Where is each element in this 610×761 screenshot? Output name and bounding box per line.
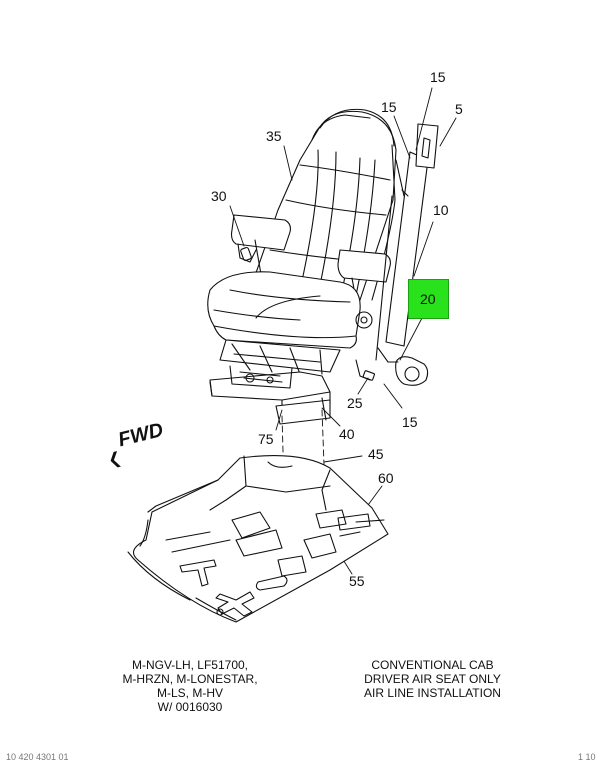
applicability-caption: M-NGV-LH, LF51700, M-HRZN, M-LONESTAR, M… bbox=[110, 658, 270, 714]
caption-line: AIR LINE INSTALLATION bbox=[364, 686, 501, 700]
seat-cushion bbox=[207, 271, 373, 349]
callout-40[interactable]: 40 bbox=[339, 426, 355, 442]
caption-line: M-HRZN, M-LONESTAR, bbox=[122, 672, 258, 686]
caption-line: M-LS, M-HV bbox=[157, 686, 223, 700]
footer-page-number: 1 10 bbox=[578, 752, 596, 761]
callout-15-bottom[interactable]: 15 bbox=[402, 414, 418, 430]
cab-floor bbox=[127, 454, 389, 623]
callout-35[interactable]: 35 bbox=[266, 128, 282, 144]
footer-document-number: 10 420 4301 01 bbox=[6, 752, 69, 761]
callout-75[interactable]: 75 bbox=[258, 431, 274, 447]
callout-60[interactable]: 60 bbox=[378, 470, 394, 486]
callout-30[interactable]: 30 bbox=[211, 188, 227, 204]
callout-20[interactable]: 20 bbox=[420, 291, 436, 307]
callout-45[interactable]: 45 bbox=[368, 446, 384, 462]
callout-15-top[interactable]: 15 bbox=[430, 69, 446, 85]
seat-belt-assembly bbox=[375, 123, 439, 386]
seat-base bbox=[209, 339, 375, 425]
callout-25[interactable]: 25 bbox=[347, 395, 363, 411]
caption-line: CONVENTIONAL CAB bbox=[371, 658, 494, 672]
callout-10[interactable]: 10 bbox=[433, 202, 449, 218]
highlighted-part-box[interactable] bbox=[408, 279, 449, 319]
callout-15-mid[interactable]: 15 bbox=[381, 99, 397, 115]
caption-line: W/ 0016030 bbox=[157, 700, 223, 714]
diagram-title-caption: CONVENTIONAL CAB DRIVER AIR SEAT ONLY AI… bbox=[345, 658, 520, 700]
caption-line: DRIVER AIR SEAT ONLY bbox=[364, 672, 501, 686]
callout-55[interactable]: 55 bbox=[349, 573, 365, 589]
caption-line: M-NGV-LH, LF51700, bbox=[131, 658, 249, 672]
callout-5[interactable]: 5 bbox=[455, 101, 463, 117]
headrest-edge bbox=[319, 108, 395, 147]
